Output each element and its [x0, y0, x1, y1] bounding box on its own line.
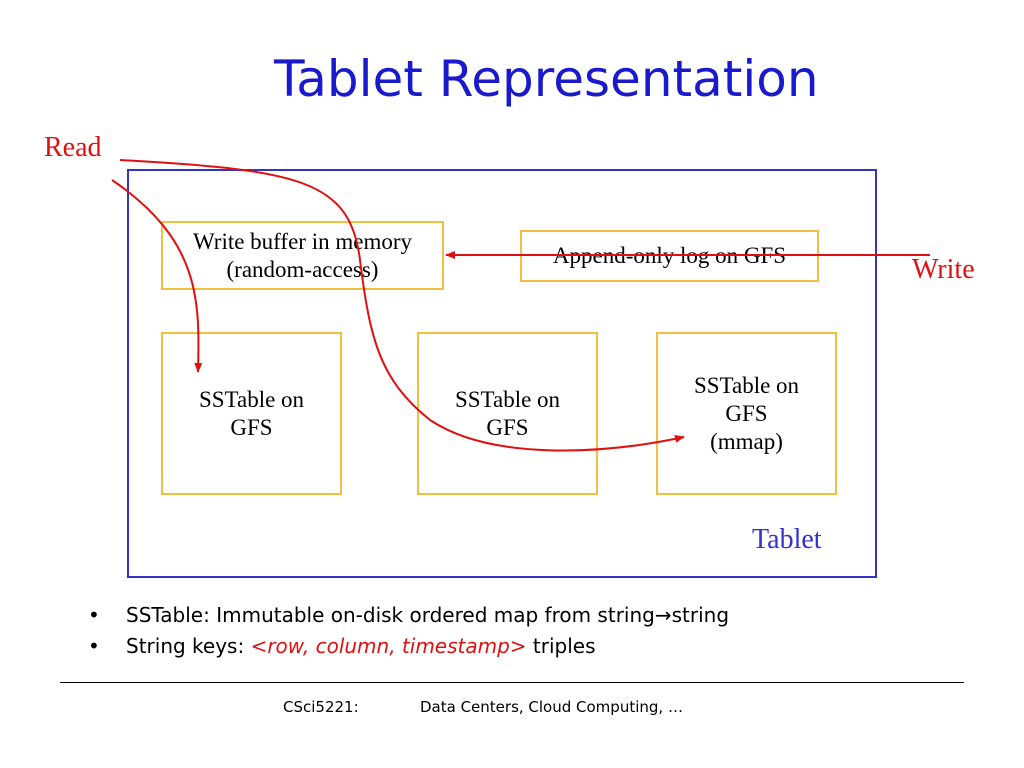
- bullet-dot: •: [88, 634, 100, 658]
- sstable1-line2: GFS: [230, 414, 273, 440]
- sstable1-line1: SSTable on: [198, 386, 305, 412]
- sstable2-line1: SSTable on: [454, 386, 561, 412]
- slide-title: Tablet Representation: [274, 50, 819, 108]
- bullet1-prefix: SSTable: Immutable on-disk ordered map f…: [126, 603, 655, 627]
- read-arrow-to-sstable3: [119, 159, 685, 452]
- bullet-list: • SSTable: Immutable on-disk ordered map…: [88, 603, 988, 665]
- sstable-box-2: SSTable on GFS: [417, 332, 598, 495]
- bullet-dot: •: [88, 603, 100, 627]
- footer-subject: Data Centers, Cloud Computing, …: [420, 698, 683, 716]
- sstable-box-1: SSTable on GFS: [161, 332, 342, 495]
- right-arrow-icon: →: [654, 603, 672, 627]
- tablet-label: Tablet: [752, 524, 822, 555]
- bullet-item-1: • SSTable: Immutable on-disk ordered map…: [88, 603, 988, 634]
- sstable-box-3: SSTable on GFS (mmap): [656, 332, 837, 495]
- bullet1-suffix: string: [671, 603, 730, 627]
- bullet2-prefix: String keys:: [126, 634, 251, 658]
- sstable3-line2: GFS: [725, 401, 768, 426]
- read-label: Read: [44, 132, 102, 163]
- write-label: Write: [912, 254, 975, 285]
- write-buffer-line1: Write buffer in memory: [193, 228, 412, 254]
- bullet2-key-triple: <row, column, timestamp>: [250, 634, 527, 658]
- sstable2-line2: GFS: [486, 414, 529, 440]
- bullet2-suffix: triples: [526, 634, 596, 658]
- read-arrow-to-sstable1: [111, 179, 203, 373]
- sstable3-line1: SSTable on: [693, 373, 800, 398]
- footer-course: CSci5221:: [283, 698, 359, 716]
- write-buffer-line2: (random-access): [226, 256, 379, 282]
- write-buffer-box: Write buffer in memory (random-access): [161, 221, 444, 290]
- tablet-frame: [127, 169, 877, 578]
- sstable3-line3: (mmap): [710, 429, 783, 454]
- bullet-item-2: • String keys: <row, column, timestamp> …: [88, 634, 988, 665]
- footer-divider: [60, 682, 964, 683]
